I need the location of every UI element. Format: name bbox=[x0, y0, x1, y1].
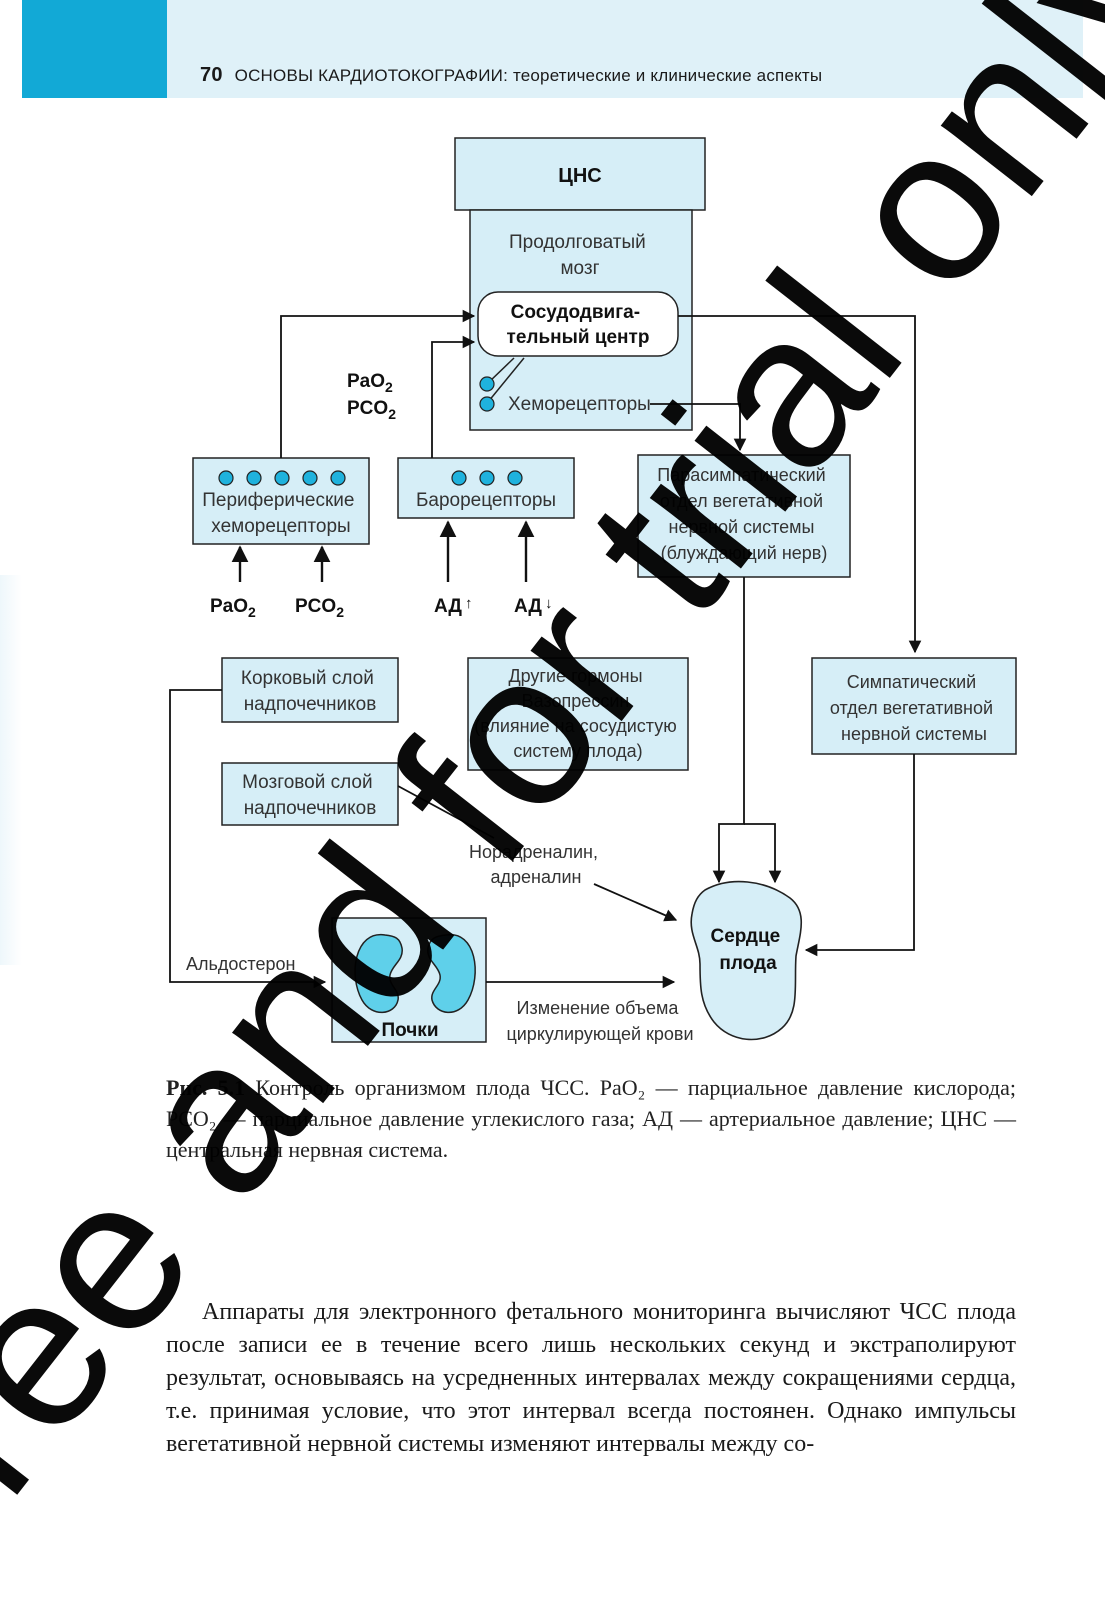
pco2-peripheral-label: PCO2 bbox=[295, 596, 344, 620]
bp-down-label: АД↓ bbox=[514, 595, 552, 617]
sympathetic-box bbox=[811, 657, 1017, 755]
fetal-heart-label: Сердце плода bbox=[710, 926, 785, 974]
header-color-block bbox=[22, 0, 167, 98]
kidney-right-icon bbox=[427, 934, 476, 1014]
kidneys-label: Почки bbox=[381, 1020, 438, 1041]
hormones-box bbox=[467, 657, 689, 771]
vasomotor-center-label: Сосудодвига- тельный центр bbox=[507, 302, 650, 348]
cns-box bbox=[454, 137, 706, 211]
book-subtitle: теоретические и клинические аспекты bbox=[512, 66, 823, 85]
peripheral-chemoreceptors-label: Периферические хеморецепторы bbox=[202, 490, 360, 537]
fetal-heart-icon bbox=[690, 880, 803, 1041]
running-header: 70 ОСНОВЫ КАРДИОТОКОГРАФИИ: теоретические… bbox=[200, 64, 822, 87]
fhr-control-diagram: ЦНС Продолговатый мозг Сосудодвига- тель… bbox=[169, 137, 1017, 1044]
page-number: 70 bbox=[200, 64, 223, 86]
kidney-left-icon bbox=[354, 934, 403, 1014]
adrenal-cortex-box bbox=[221, 657, 399, 723]
vasomotor-center-box bbox=[477, 291, 679, 357]
central-chemoreceptors-label: Хеморецепторы bbox=[508, 394, 651, 415]
figure-caption-text: Контроль организмом плода ЧСС. PaO₂ — па… bbox=[166, 1075, 1016, 1162]
cns-label: ЦНС bbox=[558, 165, 602, 187]
parasympathetic-label: Парасимпатический отдел вегетативной нер… bbox=[657, 465, 830, 563]
book-title: ОСНОВЫ КАРДИОТОКОГРАФИИ: bbox=[234, 66, 509, 85]
medulla-label: Продолговатый мозг bbox=[509, 232, 651, 279]
body-paragraph: Аппараты для электронного фетального мон… bbox=[166, 1299, 1016, 1457]
parasympathetic-box bbox=[637, 454, 851, 578]
pao2-central-label: PaO2 bbox=[347, 371, 393, 395]
blood-volume-label: Изменение объема циркулирующей крови bbox=[506, 998, 693, 1044]
central-chemoreceptor-dot bbox=[479, 376, 495, 392]
header-band bbox=[167, 0, 1083, 98]
pco2-central-label: PCO2 bbox=[347, 398, 396, 422]
adrenal-medulla-box bbox=[221, 762, 399, 826]
pao2-peripheral-label: PaO2 bbox=[210, 596, 256, 620]
figure-caption-label: Рис. 5.1 bbox=[166, 1075, 246, 1100]
baroreceptors-box bbox=[397, 457, 575, 519]
side-strip bbox=[0, 575, 22, 965]
bp-up-label: АД↑ bbox=[434, 595, 472, 617]
adrenal-medulla-label: Мозговой слой надпочечников bbox=[242, 772, 378, 819]
adrenal-cortex-label: Корковый слой надпочечников bbox=[241, 668, 379, 715]
figure-caption: Рис. 5.1 Контроль организмом плода ЧСС. … bbox=[166, 1072, 1016, 1165]
noradrenaline-label: Норадреналин, адреналин bbox=[469, 842, 603, 887]
sympathetic-label: Симпатический отдел вегетативной нервной… bbox=[830, 672, 998, 744]
baroreceptors-label: Барорецепторы bbox=[416, 490, 556, 511]
central-chemoreceptor-dot bbox=[479, 396, 495, 412]
aldosterone-label: Альдостерон bbox=[186, 954, 295, 974]
hormones-label: Другие гормоны Вазопрессин (влияние на с… bbox=[474, 666, 682, 761]
